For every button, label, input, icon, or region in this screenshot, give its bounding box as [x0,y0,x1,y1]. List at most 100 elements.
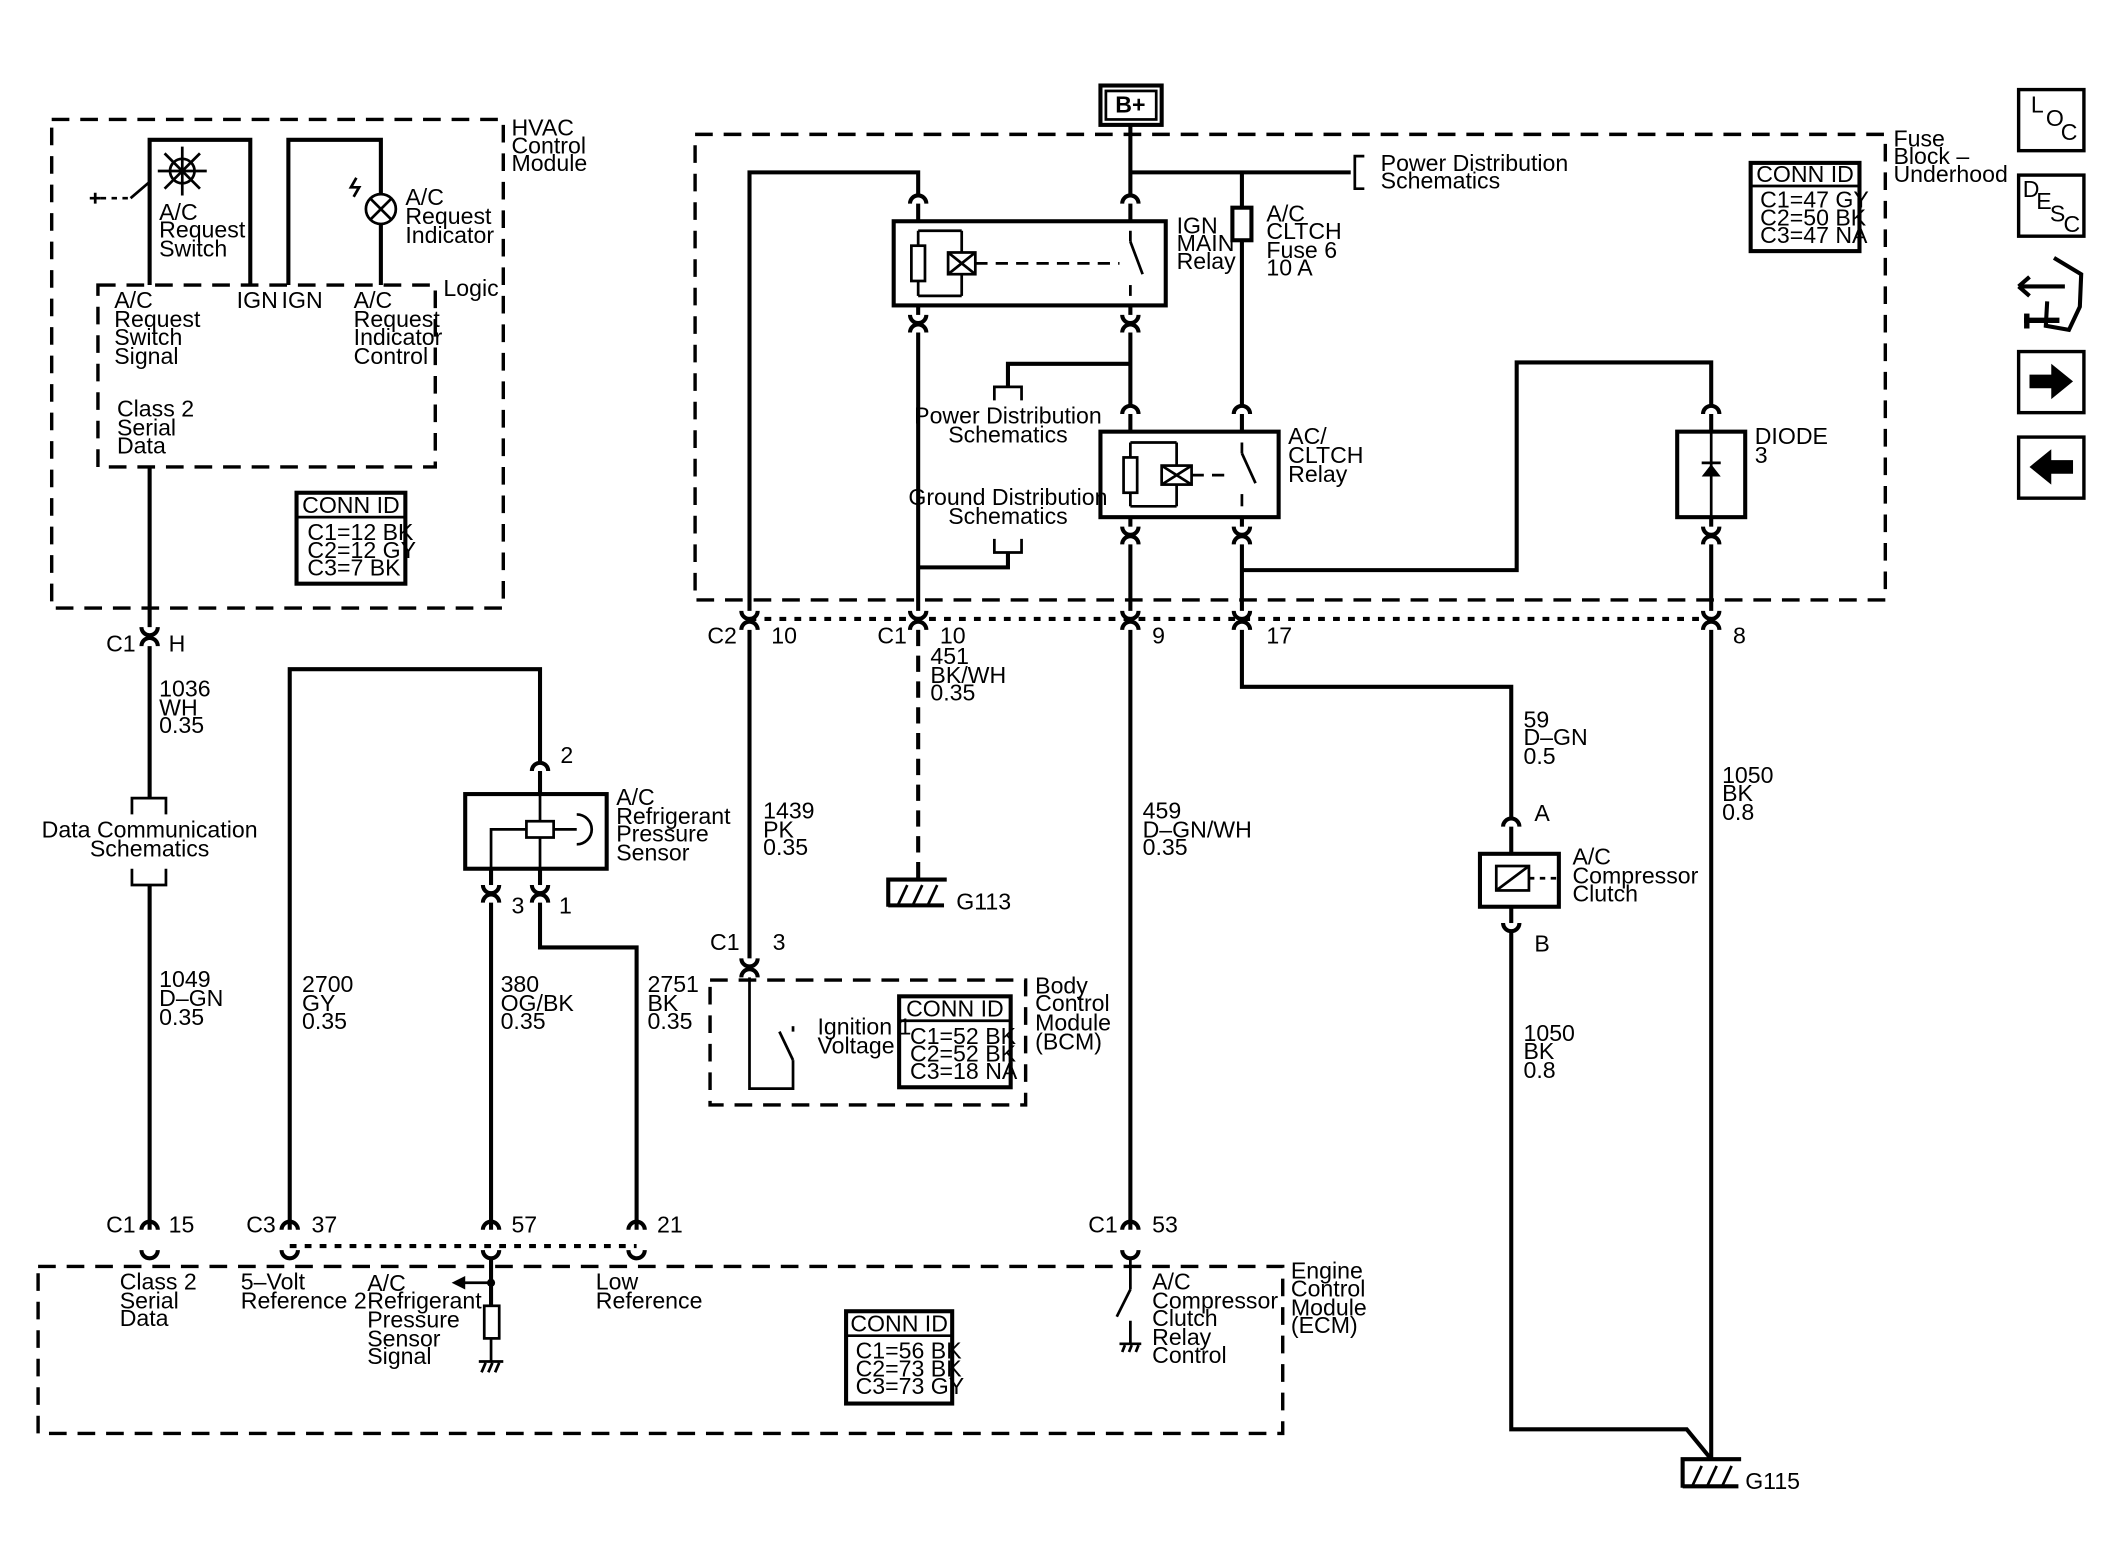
svg-text:CONN ID: CONN ID [850,1311,948,1337]
svg-text:CONN ID: CONN ID [302,492,400,518]
description-button[interactable]: D E S C [2016,173,2086,238]
logic-label: Logic [443,275,498,301]
svg-text:C2=73 BK: C2=73 BK [856,1355,963,1381]
hvac-to-ecm-wiring [130,626,168,1261]
ecm-outline [36,1264,1285,1436]
fuse-block-wiring [739,124,1748,631]
battery-positive-terminal: B+ [1098,83,1164,127]
svg-text:C1=52 BK: C1=52 BK [910,1023,1017,1049]
svg-text:C1: C1 [106,1212,136,1238]
svg-text:E: E [2036,188,2051,214]
svg-text:53: 53 [1152,1212,1178,1238]
svg-text:21: 21 [657,1212,683,1238]
svg-text:C3=73 GY: C3=73 GY [856,1373,965,1399]
next-page-button[interactable] [2016,349,2086,415]
svg-text:B: B [1534,931,1549,957]
ign-label-1: IGN [237,287,278,313]
g115-label: G115 [1745,1468,1800,1494]
svg-text:C: C [2061,119,2078,145]
svg-text:O: O [2046,105,2064,131]
svg-text:C: C [2064,211,2081,237]
location-button[interactable]: L O C [2016,87,2086,153]
connector-labels: C1 H C2 10 C1 10 9 17 8 2 3 1 A B C1 3 C… [106,622,1746,1237]
svg-text:S: S [2050,200,2065,226]
svg-text:C1: C1 [106,631,136,657]
location-icon: L O C [2031,92,2078,145]
hvac-internals [89,137,398,628]
svg-text:3: 3 [511,893,524,919]
ac-clutch-fuse [1230,205,1254,243]
svg-text:8: 8 [1733,622,1746,648]
svg-text:C1=56 BK: C1=56 BK [856,1338,963,1364]
svg-text:C3=7 BK: C3=7 BK [307,555,401,581]
ecm-conn-id: CONN ID C1=56 BK C2=73 BK C3=73 GY [844,1309,965,1406]
svg-text:C1: C1 [710,929,740,955]
svg-text:C2=52 BK: C2=52 BK [910,1041,1017,1067]
g113-label: G113 [956,888,1011,914]
hvac-conn-id: CONN ID C1=12 BK C2=12 GY C3=7 BK [294,490,416,586]
svg-text:C3=18 NA: C3=18 NA [910,1058,1018,1084]
next-page-icon [2029,363,2074,400]
bcm-outline [708,978,1028,1107]
svg-text:L: L [2031,92,2044,118]
svg-text:D: D [2023,176,2040,202]
svg-text:C2=50 BK: C2=50 BK [1760,204,1867,230]
connector-end-view-button[interactable] [2017,256,2084,333]
svg-text:57: 57 [511,1212,537,1238]
svg-text:C1=12 BK: C1=12 BK [307,519,414,545]
svg-text:1: 1 [559,893,572,919]
ign-label-2: IGN [282,287,323,313]
svg-text:A: A [1534,800,1550,826]
svg-text:C2=12 GY: C2=12 GY [307,537,416,563]
compressor-clutch-wiring [1239,629,1714,1461]
hvac-logic-outline [96,283,437,469]
description-icon: D E S C [2023,176,2081,237]
svg-text:3: 3 [773,929,786,955]
previous-page-button[interactable] [2016,435,2086,500]
pressure-sensor [463,792,609,871]
bcm-wiring [739,629,795,1090]
previous-page-icon [2029,449,2074,485]
svg-text:9: 9 [1152,622,1165,648]
svg-text:17: 17 [1266,622,1292,648]
pressure-sensor-wiring [287,667,639,1230]
svg-text:C2: C2 [707,622,737,648]
ecm-internals [279,1219,1142,1373]
svg-text:H: H [169,631,186,657]
bcm-conn-id: CONN ID C1=52 BK C2=52 BK C3=18 NA [897,994,1018,1090]
snowflake-icon [157,146,207,196]
svg-text:C1: C1 [877,622,907,648]
indicator-lamp-icon [348,177,398,226]
